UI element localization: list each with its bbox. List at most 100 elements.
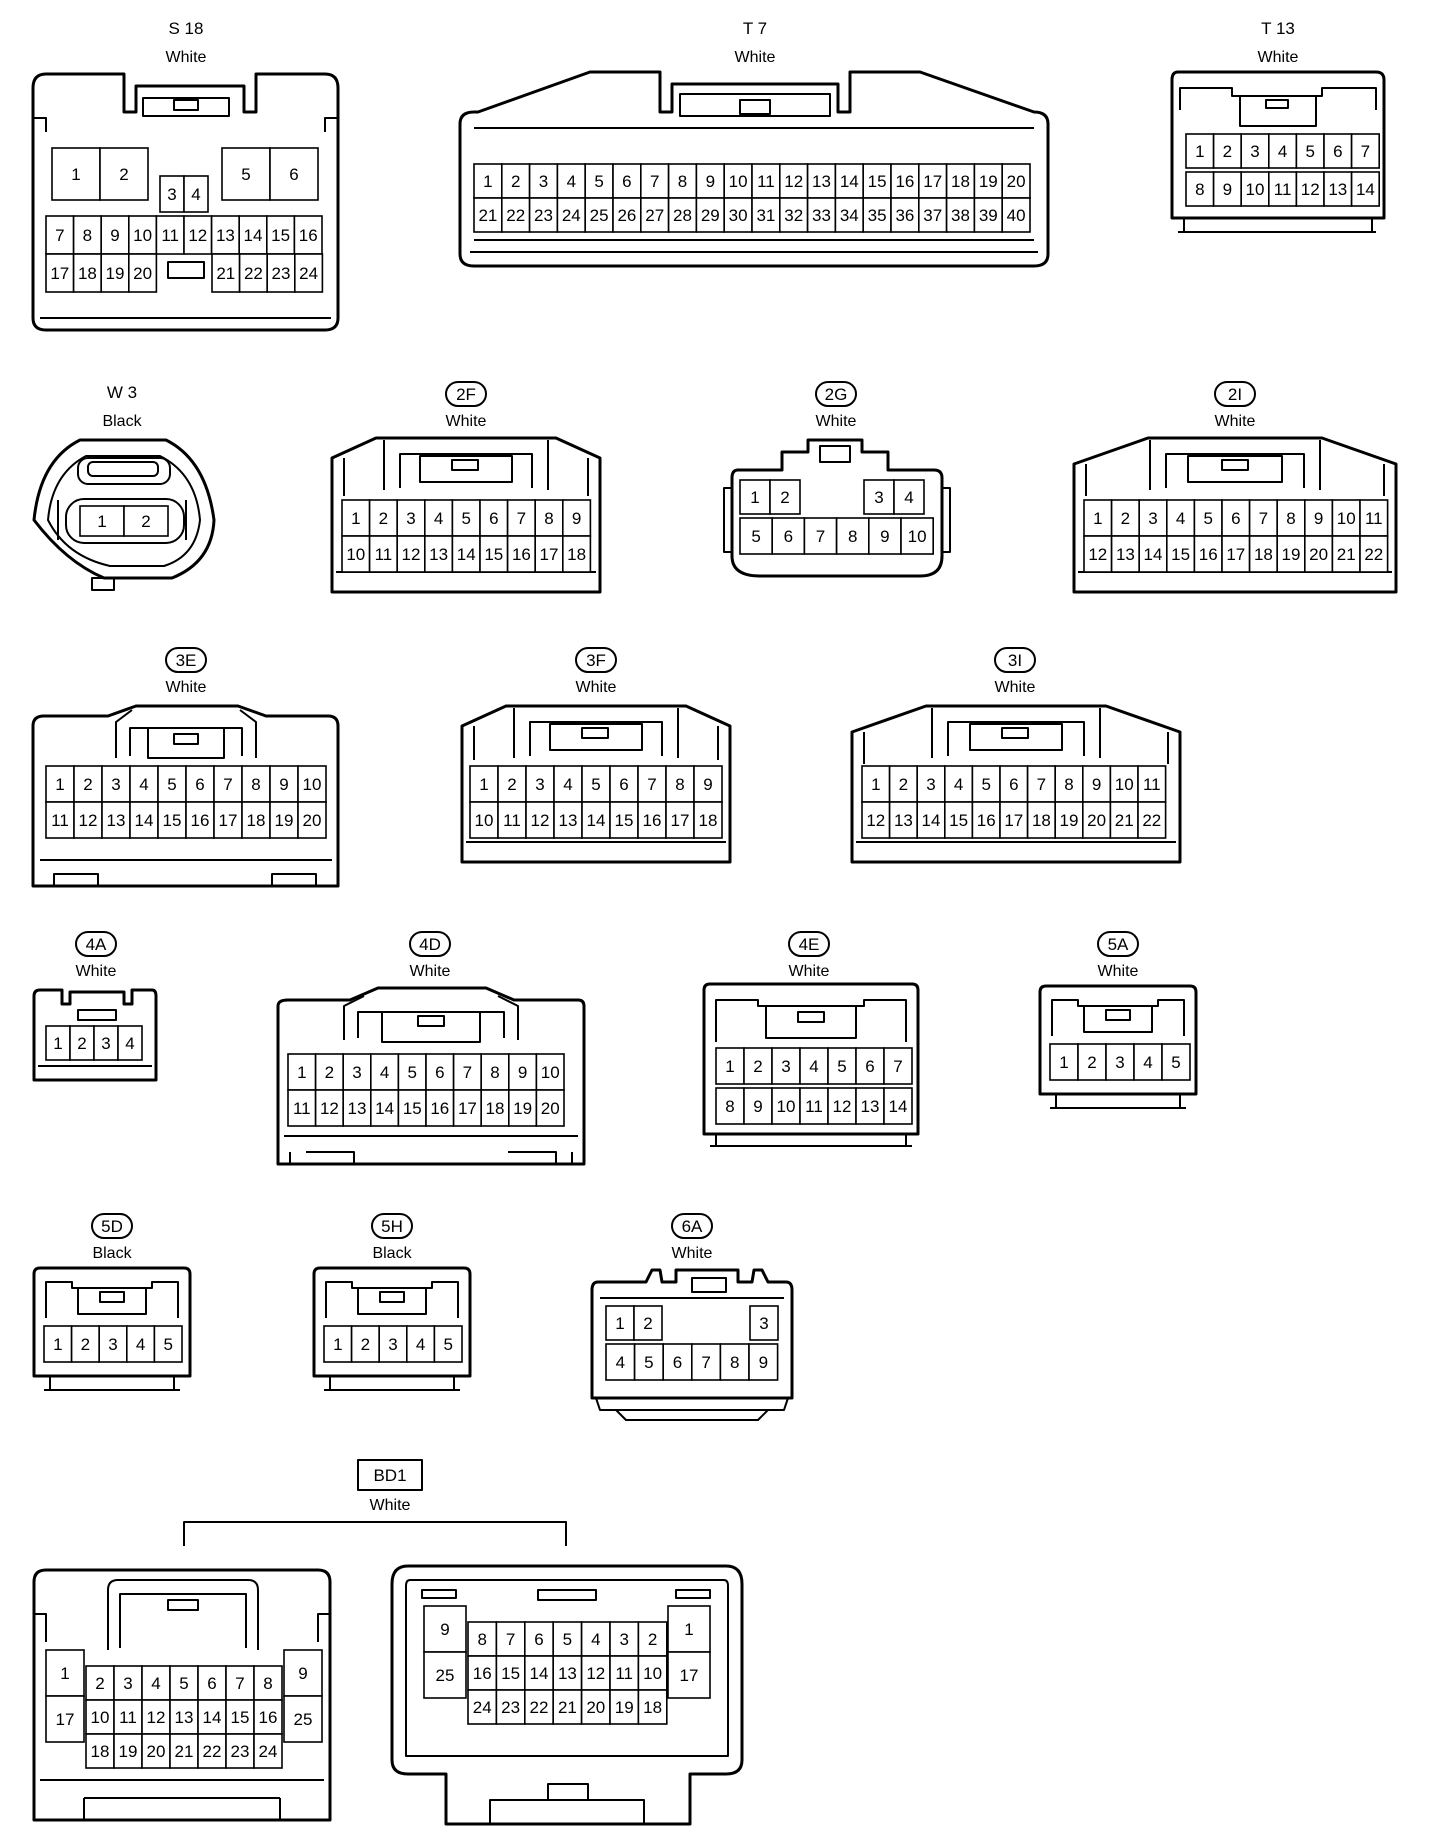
- pin-number: 5: [443, 1335, 452, 1354]
- pin-number: 13: [107, 811, 126, 830]
- pin-cavity: [350, 1325, 381, 1363]
- pin-cavity: [397, 1053, 427, 1091]
- pin-number: 14: [840, 172, 859, 191]
- pin-cavity: [1049, 1043, 1079, 1081]
- pin-cavity: [580, 1689, 611, 1725]
- pin-cavity: [534, 535, 564, 573]
- pin-number: 12: [1301, 180, 1320, 199]
- pin-cavity: [1304, 535, 1334, 573]
- pin-number: 4: [954, 775, 963, 794]
- pin-number: 15: [949, 811, 968, 830]
- pin-number: 39: [979, 206, 998, 225]
- pin-number: 21: [1337, 545, 1356, 564]
- pin-number: 19: [1060, 811, 1079, 830]
- pin-cavity: [451, 535, 481, 573]
- pin-number: 31: [756, 206, 775, 225]
- pin-number: 7: [463, 1063, 472, 1082]
- pin-number: 17: [680, 1666, 699, 1685]
- pin-cavity: [1001, 197, 1031, 233]
- pin-number: 11: [375, 545, 393, 564]
- pin-cavity: [69, 1025, 95, 1061]
- pin-number: 3: [759, 1314, 768, 1333]
- connector-code: 2I: [1228, 385, 1242, 404]
- pin-cavity: [1276, 535, 1306, 573]
- pin-number: 17: [219, 811, 238, 830]
- pin-number: 1: [483, 172, 492, 191]
- pin-number: 12: [188, 226, 207, 245]
- pin-cavity: [341, 499, 371, 537]
- pin-number: 7: [1259, 509, 1268, 528]
- pin-number: 2: [511, 172, 520, 191]
- pin-cavity: [479, 535, 509, 573]
- pin-number: 17: [458, 1099, 477, 1118]
- pin-cavity: [342, 1089, 372, 1127]
- pin-number: 3: [123, 1674, 132, 1693]
- pin-cavity: [183, 215, 213, 255]
- pin-number: 16: [430, 1099, 449, 1118]
- pin-number: 2: [379, 509, 388, 528]
- pin-number: 8: [1286, 509, 1295, 528]
- connector-color: White: [76, 963, 117, 980]
- pin-cavity: [1137, 801, 1167, 839]
- connector-color: Black: [102, 413, 142, 430]
- pin-cavity: [1109, 801, 1139, 839]
- pin-number: 1: [871, 775, 880, 794]
- pin-number: 2: [507, 775, 516, 794]
- pin-cavity: [835, 517, 870, 555]
- pin-number: 4: [563, 775, 572, 794]
- connector-code: 2F: [456, 385, 476, 404]
- pin-cavity: [633, 1305, 663, 1341]
- pin-cavity: [93, 1025, 119, 1061]
- connector-code: 5H: [381, 1217, 403, 1236]
- pin-number: 2: [753, 1057, 762, 1076]
- pin-number: 13: [1116, 545, 1135, 564]
- pin-cavity: [73, 801, 103, 839]
- pin-number: 6: [195, 775, 204, 794]
- pin-number: 7: [1037, 775, 1046, 794]
- pin-number: 1: [333, 1335, 342, 1354]
- pin-cavity: [45, 1025, 71, 1061]
- pin-number: 15: [501, 1664, 520, 1683]
- pin-number: 21: [216, 264, 235, 283]
- pin-cavity: [495, 1655, 526, 1691]
- pin-cavity: [861, 801, 891, 839]
- pin-cavity: [378, 1325, 408, 1363]
- pin-number: 4: [567, 172, 576, 191]
- pin-cavity: [100, 215, 130, 255]
- pin-number: 18: [567, 545, 586, 564]
- pin-cavity: [467, 1689, 498, 1725]
- pin-number: 2: [899, 775, 908, 794]
- connector-code: BD1: [373, 1466, 406, 1485]
- connector-code: 4E: [799, 935, 820, 954]
- connector-code: S 18: [169, 19, 204, 38]
- pin-number: 2: [141, 512, 150, 531]
- pin-number: 3: [1148, 509, 1157, 528]
- pin-number: 9: [279, 775, 288, 794]
- pin-cavity: [637, 765, 667, 803]
- pin-number: 3: [1115, 1053, 1124, 1072]
- pin-number: 3: [1250, 142, 1259, 161]
- pin-cavity: [155, 215, 185, 255]
- pin-cavity: [1359, 535, 1389, 573]
- pin-number: 18: [951, 172, 970, 191]
- pin-number: 23: [231, 1742, 250, 1761]
- pin-number: 37: [923, 206, 942, 225]
- pin-number: 20: [586, 1698, 605, 1717]
- pin-number: 3: [781, 1057, 790, 1076]
- pin-cavity: [1110, 499, 1140, 537]
- pin-cavity: [45, 765, 75, 803]
- pin-number: 1: [97, 512, 106, 531]
- pin-number: 7: [506, 1630, 515, 1649]
- pin-cavity: [1268, 133, 1298, 169]
- pin-number: 5: [1203, 509, 1212, 528]
- pin-cavity: [605, 1343, 636, 1381]
- connector-code: T 13: [1261, 19, 1295, 38]
- pin-cavity: [893, 479, 925, 515]
